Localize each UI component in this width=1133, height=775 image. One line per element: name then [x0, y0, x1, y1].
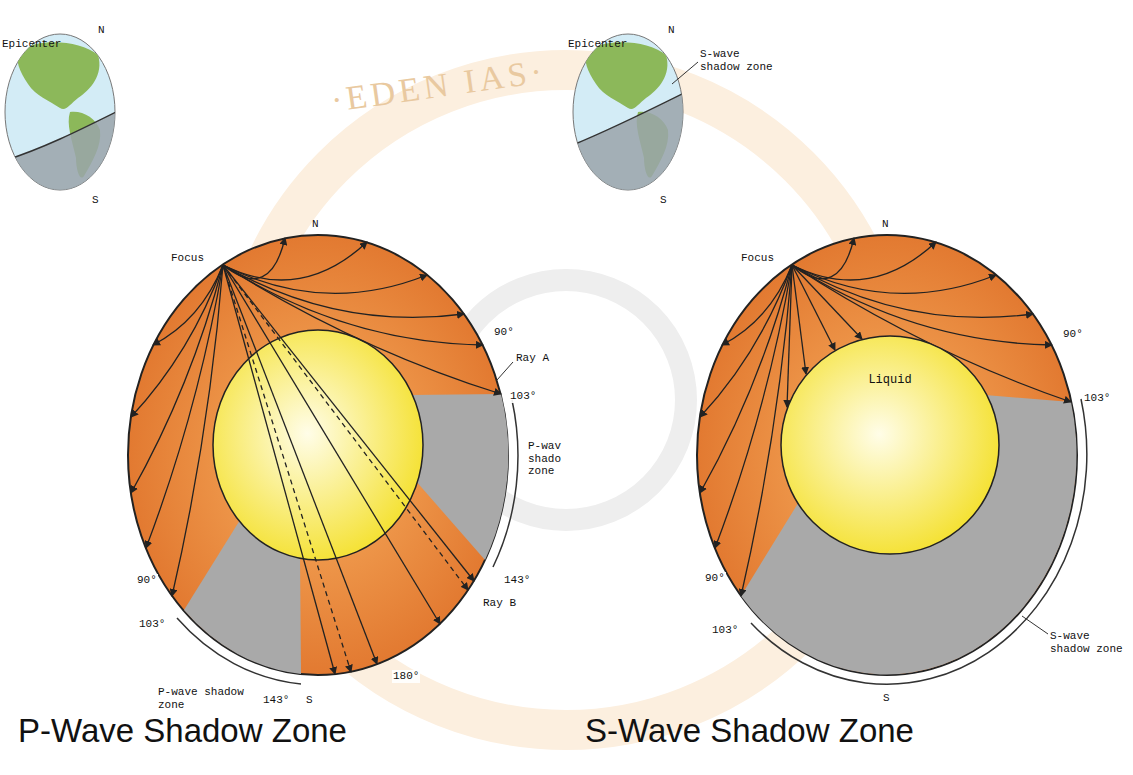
compass-label: S [660, 194, 667, 207]
zone-label: P-wav shado zone [528, 440, 573, 478]
leader-line [1022, 616, 1048, 634]
angle-label: 90° [136, 574, 158, 587]
compass-label: S [883, 692, 890, 705]
angle-label: 143° [262, 694, 290, 707]
zone-label: P-wave shadow zone [158, 686, 258, 711]
panel-title: P-Wave Shadow Zone [18, 712, 347, 750]
point-label: Focus [740, 252, 775, 265]
point-label: Focus [170, 252, 205, 265]
angle-label: 90° [493, 326, 515, 339]
compass-label: S [306, 694, 313, 707]
core-circle: Liquid [780, 335, 1000, 555]
panel-title: S-Wave Shadow Zone [585, 712, 914, 750]
compass-label: N [98, 24, 105, 37]
seismic-ray [715, 265, 792, 548]
leader-line [497, 362, 513, 380]
core [213, 330, 423, 560]
zone-bracket [493, 400, 518, 567]
seismic-ray [792, 265, 862, 339]
seismic-ray [787, 265, 792, 407]
seismic-ray [223, 265, 468, 590]
mantle [128, 235, 508, 675]
seismic-ray [223, 265, 377, 664]
angle-label: 103° [138, 618, 166, 631]
ray-label: Ray A [515, 352, 550, 365]
seismic-ray [153, 265, 223, 345]
mantle [697, 235, 1077, 675]
zone-label: S-wave shadow zone [1050, 630, 1128, 655]
seismic-ray [792, 238, 854, 279]
seismic-ray [223, 238, 285, 279]
seismic-ray [792, 265, 835, 350]
seismic-ray [223, 265, 474, 581]
seismic-ray [146, 265, 223, 548]
place-label: Epicenter [568, 38, 627, 51]
seismic-ray [223, 265, 427, 293]
seismic-ray [792, 265, 806, 374]
seismic-ray [792, 265, 1033, 317]
angle-label: 180° [392, 670, 420, 683]
core-label: Liquid [780, 373, 1000, 387]
zone-label: S-wave shadow zone [700, 48, 775, 73]
angle-label: 103° [711, 624, 739, 637]
leader-line [672, 62, 698, 84]
seismic-ray [223, 265, 335, 674]
globe [0, 34, 120, 200]
angle-label: 103° [1083, 392, 1111, 405]
zone-bracket [177, 618, 301, 684]
ray-label: Ray B [482, 597, 517, 610]
core-outline [780, 335, 1000, 555]
globe [560, 34, 690, 200]
seismic-ray [792, 265, 1052, 345]
seismic-ray [223, 265, 440, 624]
angle-label: 90° [704, 572, 726, 585]
angle-label: 90° [1062, 328, 1084, 341]
compass-label: N [312, 218, 319, 231]
seismic-ray [223, 265, 351, 672]
compass-label: N [882, 218, 889, 231]
seismic-ray [792, 265, 996, 293]
seismic-ray [172, 265, 223, 596]
seismic-ray [223, 265, 483, 345]
shadow-zone [410, 394, 508, 560]
seismic-ray [722, 265, 792, 345]
angle-label: 143° [503, 574, 531, 587]
compass-label: N [668, 24, 675, 37]
compass-label: S [92, 194, 99, 207]
place-label: Epicenter [2, 38, 61, 51]
angle-label: 103° [509, 390, 537, 403]
